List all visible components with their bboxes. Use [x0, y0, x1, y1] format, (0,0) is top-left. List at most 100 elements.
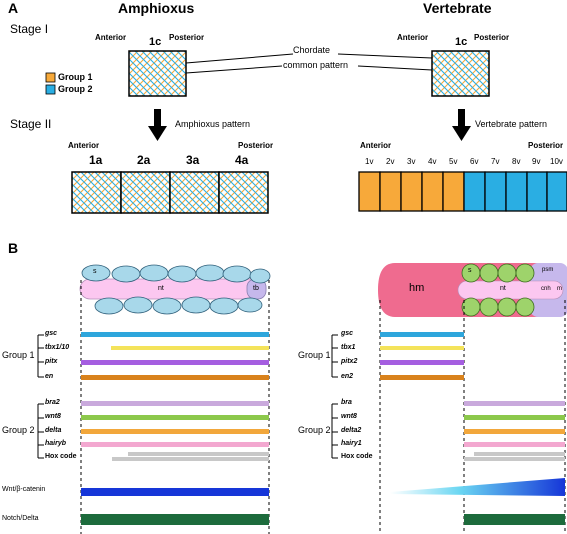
stage2-amphi-anterior: Anterior: [68, 141, 100, 150]
vertebrate-pattern-label: Vertebrate pattern: [475, 119, 548, 129]
amphioxus-down-arrow: [148, 109, 167, 141]
amphi-gene-hairy: hairyb: [45, 440, 67, 447]
chordate-line-right2: [357, 65, 433, 71]
amphioxus-pattern-label: Amphioxus pattern: [175, 119, 251, 129]
vert-gene-pitx: pitx2: [341, 358, 358, 365]
amphioxus-stage1-box: [128, 50, 187, 97]
amphi-somite-label: s: [93, 268, 97, 275]
stage1-label: Stage I: [10, 22, 49, 36]
segment-label-8v: 8v: [512, 157, 521, 166]
amphi-gene-pitx: pitx: [45, 358, 58, 365]
stage1-amphi-box-label: 1c: [149, 36, 162, 48]
vertebrate-title: Vertebrate: [423, 0, 492, 16]
stage2-label: Stage II: [10, 117, 52, 131]
vertebrate-down-arrow: [452, 109, 471, 141]
vert-pitx-bar: [380, 360, 464, 365]
chordate-line-left2: [185, 65, 283, 74]
amphi-wnt8-bar: [81, 415, 269, 420]
stage2-vert-anterior: Anterior: [360, 141, 392, 150]
stage1-amphi-anterior: Anterior: [95, 33, 127, 42]
segment-label-7v: 7v: [491, 157, 500, 166]
vert-tbx-bar: [380, 346, 464, 350]
amphioxus-segments: [71, 171, 269, 214]
vert-gene-tbx: tbx1: [341, 344, 356, 351]
chordate-line-left: [185, 53, 294, 64]
stage1-vert-box-label: 1c: [455, 36, 468, 48]
amphi-tbx-bar: [111, 346, 269, 350]
amphi-bra-bar: [81, 401, 269, 406]
vert-gene-en: en2: [341, 373, 354, 380]
vert-m-label: m: [557, 286, 562, 292]
amphi-hox-bar-2: [112, 457, 269, 461]
vertebrate-segments: [358, 171, 567, 212]
legend-swatch-group1: [45, 72, 56, 83]
vert-en-bar: [380, 375, 464, 380]
vert-bra-bar: [464, 401, 565, 406]
segment-label-9v: 9v: [532, 157, 541, 166]
amphi-pitx-bar: [81, 360, 269, 365]
chordate-label-2: common pattern: [283, 60, 349, 70]
vert-delta-bar: [464, 429, 565, 434]
segment-label-4v: 4v: [428, 157, 437, 166]
amphioxus-title: Amphioxus: [118, 0, 195, 16]
vert-wnt-beta-gradient: [390, 478, 565, 496]
panel-b-label: B: [8, 240, 19, 256]
segment-label-1v: 1v: [365, 157, 374, 166]
amphi-hox-bar-1: [128, 452, 269, 456]
amphi-group2-label: Group 2: [2, 425, 35, 435]
amphi-tb-label: tb: [253, 285, 259, 292]
amphi-gene-en: en: [45, 373, 54, 380]
stage1-amphi-posterior: Posterior: [169, 33, 205, 42]
vertebrate-embryo: [378, 263, 567, 317]
vert-hox-bar-2: [464, 457, 565, 461]
segment-label-3a: 3a: [186, 153, 200, 167]
segment-label-10v: 10v: [550, 157, 563, 166]
vert-gene-hox: Hox code: [341, 453, 373, 460]
vertebrate-bars: [380, 332, 565, 525]
amphi-gene-wnt8: wnt8: [45, 413, 61, 420]
amphi-wnt-beta-bar: [81, 488, 269, 496]
stage2-amphi-posterior: Posterior: [238, 141, 274, 150]
vertebrate-stage1-box: [431, 50, 490, 97]
vert-hox-bar-1: [474, 452, 565, 456]
amphi-gene-tbx: tbx1/10: [45, 344, 70, 351]
vert-group1-label: Group 1: [298, 350, 331, 360]
vert-gene-wnt8: wnt8: [341, 413, 357, 420]
amphi-gene-hox: Hox code: [45, 453, 77, 460]
vert-hairy-bar: [464, 442, 565, 447]
vert-cnh-label: cnh: [541, 286, 551, 292]
amphi-delta-bar: [81, 429, 269, 434]
amphi-gene-gsc: gsc: [45, 330, 58, 337]
segment-label-3v: 3v: [407, 157, 416, 166]
amphi-en-bar: [81, 375, 269, 380]
vert-gsc-bar: [380, 332, 464, 337]
notch-delta-label: Notch/Delta: [2, 515, 39, 522]
vert-hm-label: hm: [409, 282, 425, 294]
stage1-vert-anterior: Anterior: [397, 33, 429, 42]
amphi-gene-bra: bra2: [45, 399, 60, 406]
vert-group2-label: Group 2: [298, 425, 331, 435]
amphi-nt-label: nt: [158, 285, 164, 292]
legend-group1-label: Group 1: [58, 72, 93, 82]
stage1-vert-posterior: Posterior: [474, 33, 510, 42]
vert-gene-hairy: hairy1: [341, 440, 362, 447]
segment-label-5v: 5v: [449, 157, 458, 166]
amphi-gene-delta: delta: [45, 427, 62, 434]
amphi-gsc-bar: [81, 332, 269, 337]
vert-wnt8-bar: [464, 415, 565, 420]
segment-label-1a: 1a: [89, 153, 103, 167]
legend-group2-label: Group 2: [58, 84, 93, 94]
amphi-hairy-bar: [81, 442, 269, 447]
legend-swatch-group2: [45, 84, 56, 95]
segment-label-4a: 4a: [235, 153, 249, 167]
vert-psm-label: psm: [542, 267, 554, 273]
vert-gene-bra: bra: [341, 399, 352, 406]
panel-a-label: A: [8, 0, 19, 16]
segment-label-2a: 2a: [137, 153, 151, 167]
amphioxus-bars: [81, 332, 269, 525]
amphi-group1-label: Group 1: [2, 350, 35, 360]
brackets: [37, 334, 338, 459]
vert-somite-label: s: [468, 267, 472, 274]
wnt-beta-catenin-label: Wnt/β-catenin: [2, 486, 46, 493]
